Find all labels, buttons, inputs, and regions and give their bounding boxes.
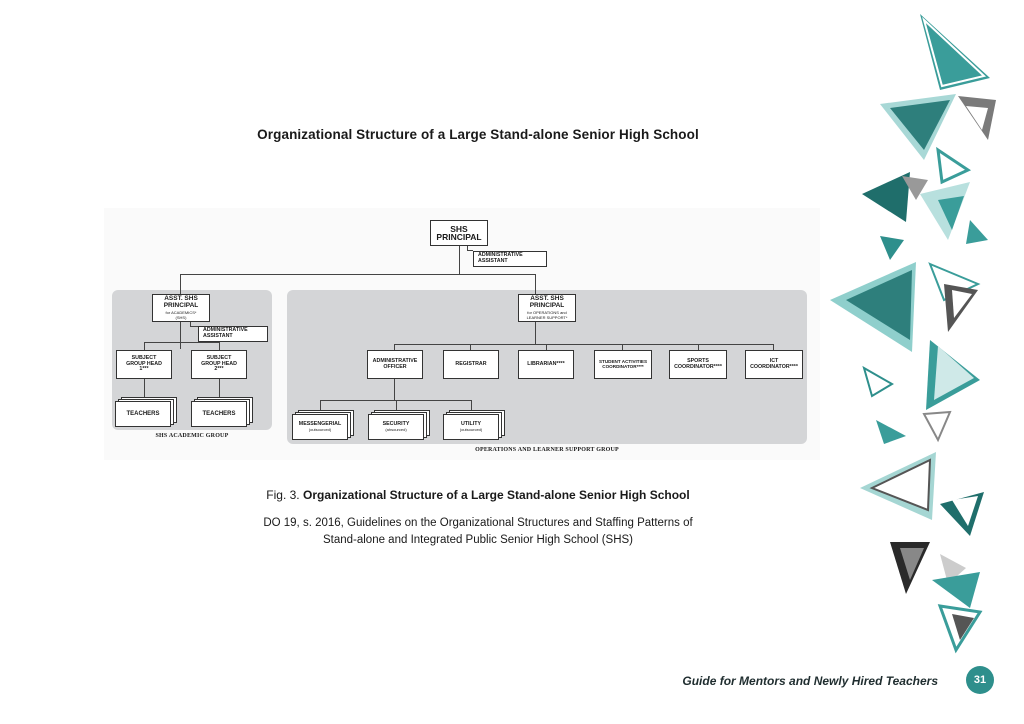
reference-citation: DO 19, s. 2016, Guidelines on the Organi…	[0, 515, 956, 549]
teachers-label-2: TEACHERS	[202, 410, 236, 417]
asst-principal-academics: ASST. SHS PRINCIPAL for ACADEMICS* (SHS)	[152, 294, 210, 322]
subject-group-head-1: SUBJECT GROUP HEAD 1***	[116, 350, 172, 379]
unit-administrative-officer: ADMINISTRATIVE OFFICER	[367, 350, 423, 379]
teachers-label-1: TEACHERS	[126, 410, 160, 417]
admin-assistant-top: ADMINISTRATIVE ASSISTANT	[473, 251, 547, 267]
academic-admin-assistant: ADMINISTRATIVE ASSISTANT	[198, 326, 268, 342]
academic-group-label: SHS ACADEMIC GROUP	[155, 433, 229, 439]
reference-line-2: Stand-alone and Integrated Public Senior…	[322, 534, 634, 546]
unit-ict-coordinator: ICT COORDINATOR****	[745, 350, 803, 379]
support-security: SECURITY (ahsourced)	[368, 410, 430, 440]
caption-prefix: Fig. 3.	[266, 488, 300, 502]
unit-sports-coordinator: SPORTS COORDINATOR****	[669, 350, 727, 379]
operations-group-label: OPERATIONS AND LEARNER SUPPORT GROUP	[475, 447, 619, 453]
page-title: Organizational Structure of a Large Stan…	[257, 127, 699, 142]
principal-line1: SHS	[450, 223, 468, 234]
figure-caption: Fig. 3. Organizational Structure of a La…	[0, 488, 956, 502]
support-messengerial: MESSENGERIAL (outsourced)	[292, 410, 354, 440]
unit-librarian: LIBRARIAN****	[518, 350, 574, 379]
subject-group-head-2: SUBJECT GROUP HEAD 2***	[191, 350, 247, 379]
support-utility: UTILITY (outsourced)	[443, 410, 505, 440]
teachers-stack-2: TEACHERS	[191, 397, 253, 427]
principal-line2: PRINCIPAL	[436, 232, 482, 242]
unit-student-activities: STUDENT ACTIVITIES COORDINATOR****	[594, 350, 652, 379]
page-number: 31	[966, 666, 994, 694]
caption-title: Organizational Structure of a Large Stan…	[302, 488, 690, 502]
footer-title: Guide for Mentors and Newly Hired Teache…	[682, 674, 938, 688]
unit-registrar: REGISTRAR	[443, 350, 499, 379]
decorative-triangles	[830, 14, 996, 654]
asst-principal-operations: ASST. SHS PRINCIPAL for OPERATIONS and L…	[518, 294, 576, 322]
teachers-stack-1: TEACHERS	[115, 397, 177, 427]
org-chart: SHS PRINCIPAL ADMINISTRATIVE ASSISTANT A…	[104, 208, 820, 460]
shs-principal-box: SHS PRINCIPAL	[430, 220, 488, 246]
reference-line-1: DO 19, s. 2016, Guidelines on the Organi…	[263, 517, 693, 529]
